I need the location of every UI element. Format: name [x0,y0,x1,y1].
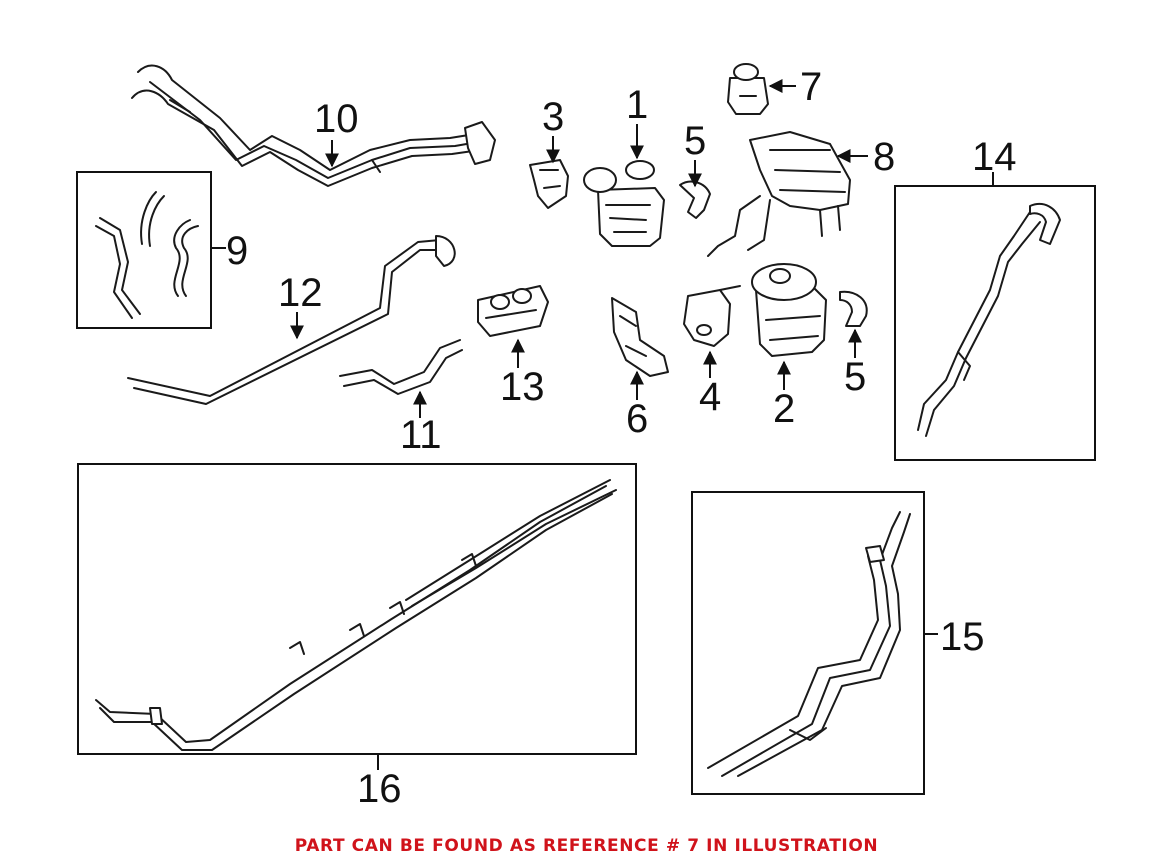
callout-6: 6 [626,397,648,441]
pipe-assembly-15 [691,491,925,795]
callout-5-lower: 5 [844,355,866,399]
hose-kit-9 [76,171,212,329]
bracket-4 [683,285,741,347]
callout-9: 9 [226,229,248,273]
callout-8: 8 [873,135,895,179]
callout-13: 13 [500,365,545,409]
pipe-12 [127,235,456,405]
leader-lines [212,79,994,770]
pipe-assembly-16 [77,463,637,755]
callout-10: 10 [314,97,359,141]
callout-1: 1 [626,83,648,127]
callout-12: 12 [278,271,323,315]
callout-2: 2 [773,387,795,431]
clamp-5-upper [679,180,711,219]
clamp-5-lower [839,290,868,327]
callout-14: 14 [972,135,1017,179]
callout-11: 11 [400,413,442,457]
callout-16: 16 [357,767,402,811]
callout-4: 4 [699,375,721,419]
bracket-8 [707,131,851,257]
coolant-pump-2 [751,263,827,357]
bracket-6 [611,297,669,377]
bracket-3 [529,159,569,209]
callout-5-upper: 5 [684,119,706,163]
hose-assembly-14 [894,185,1096,461]
callout-15: 15 [940,615,985,659]
valve-7 [727,63,769,115]
callout-3: 3 [542,95,564,139]
callout-7: 7 [800,65,822,109]
hose-11 [339,339,463,395]
hose-assembly-10 [131,64,496,187]
callout-labels: 1 3 5 7 8 10 9 12 11 13 6 4 2 5 14 15 16 [226,65,1017,811]
reference-note: PART CAN BE FOUND AS REFERENCE # 7 IN IL… [294,836,879,856]
valve-block-13 [477,285,549,337]
coolant-pump-1 [583,160,665,247]
